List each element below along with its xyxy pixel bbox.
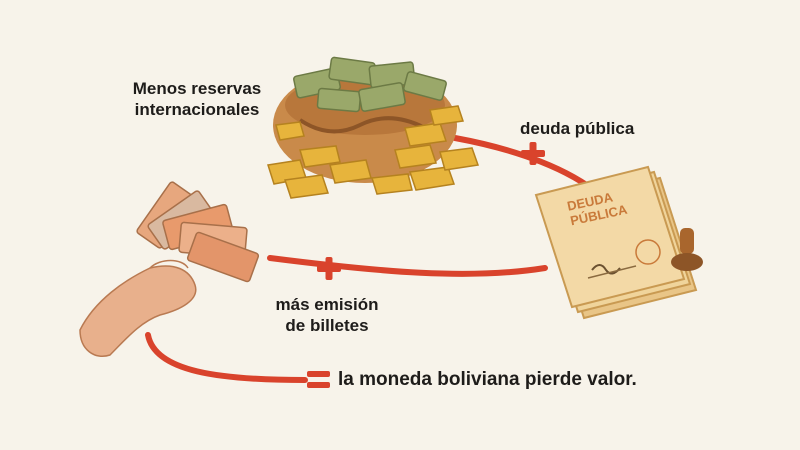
- connector-hand-to-result: [145, 332, 308, 383]
- label-public-debt: deuda pública: [520, 119, 635, 138]
- connector-debt-to-emission: [267, 255, 548, 277]
- label-emission-line1: más emisión: [275, 295, 379, 314]
- label-emission-line2: de billetes: [285, 316, 369, 336]
- public-debt-document-icon: [534, 165, 703, 320]
- plus-icon: [521, 142, 545, 165]
- label-reserves-line2: internacionales: [134, 100, 260, 120]
- label-reserves-line1: Menos reservas: [132, 79, 262, 98]
- money-bag-gold-icon: [267, 56, 480, 199]
- hand-with-banknotes-icon: [79, 181, 260, 357]
- label-reserves: Menos reservas internacionales: [122, 78, 272, 121]
- label-money-emission: más emisión de billetes: [252, 294, 402, 337]
- plus-icon: [317, 257, 341, 280]
- label-result: la moneda boliviana pierde valor.: [338, 369, 637, 390]
- equals-icon: [307, 371, 330, 388]
